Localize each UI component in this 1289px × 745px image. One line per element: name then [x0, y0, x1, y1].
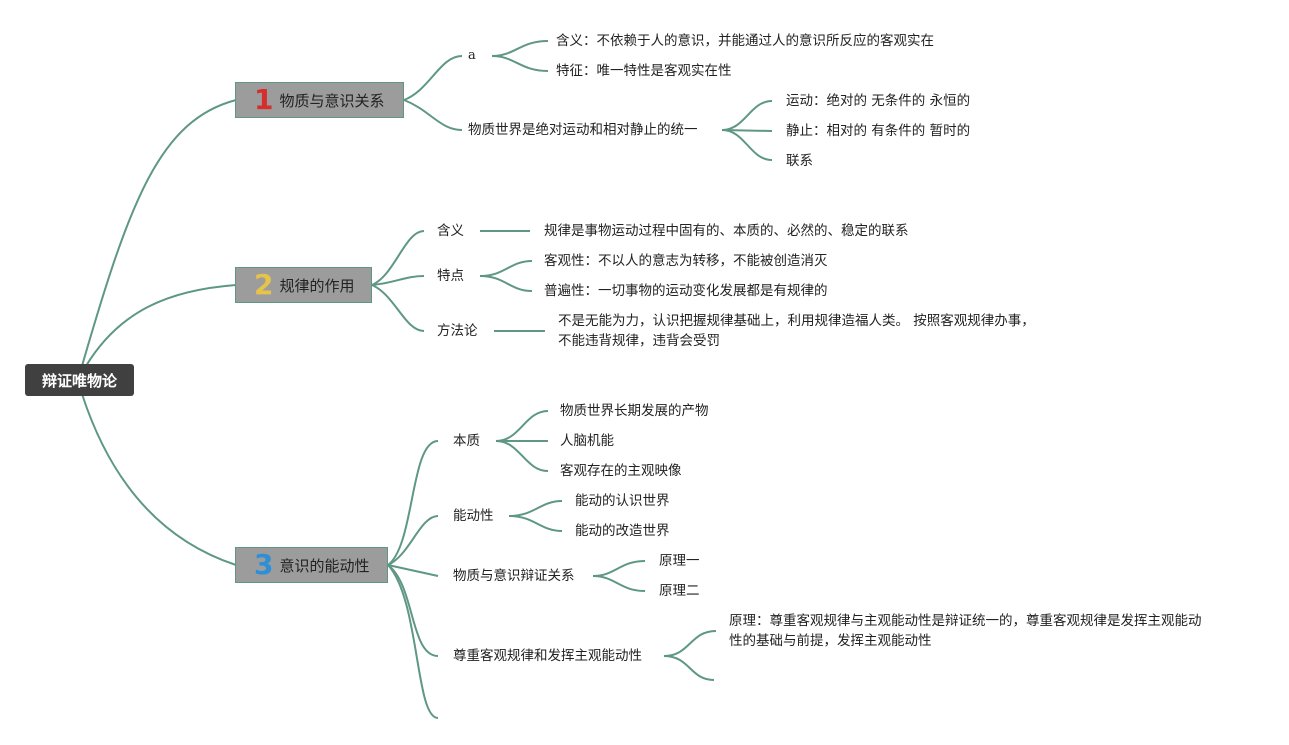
- node-principle-1[interactable]: 原理一: [659, 553, 700, 569]
- link-root-b1: [81, 99, 237, 367]
- link-a-meaning: [491, 40, 549, 57]
- node-methodology[interactable]: 方法论: [437, 323, 478, 339]
- node-principle-2[interactable]: 原理二: [659, 583, 700, 599]
- branch-label: 意识的能动性: [279, 556, 370, 575]
- branch-consciousness-agency[interactable]: 3 意识的能动性: [235, 547, 388, 583]
- link-b3-respect: [387, 564, 439, 657]
- link-b2-traits: [371, 275, 425, 286]
- link-b3-empty: [387, 564, 439, 719]
- node-a[interactable]: a: [468, 48, 476, 63]
- node-respect-line1[interactable]: 原理：尊重客观规律与主观能动性是辩证统一的，尊重客观规律是发挥主观能动: [729, 613, 1202, 629]
- node-rest[interactable]: 静止：相对的 有条件的 暂时的: [786, 123, 971, 139]
- node-agency-2[interactable]: 能动的改造世界: [575, 523, 670, 539]
- branch-label: 规律的作用: [279, 276, 355, 295]
- link-dialectic-1: [592, 560, 646, 577]
- branch-matter-consciousness[interactable]: 1 物质与意识关系: [235, 82, 404, 118]
- node-dialectic[interactable]: 物质与意识辩证关系: [453, 568, 575, 584]
- root-label: 辩证唯物论: [41, 371, 117, 390]
- link-b3-dialectic: [387, 564, 439, 577]
- link-b2-meaning: [371, 230, 425, 286]
- link-respect-empty: [663, 655, 715, 681]
- root-node[interactable]: 辩证唯物论: [25, 364, 134, 396]
- node-essence-2[interactable]: 人脑机能: [560, 433, 614, 449]
- node-agency[interactable]: 能动性: [453, 508, 494, 524]
- link-root-b2: [85, 284, 237, 367]
- node-a-meaning[interactable]: 含义：不依赖于人的意识，并能通过人的意识所反应的客观实在: [556, 33, 934, 49]
- link-unity-link: [721, 129, 773, 161]
- node-agency-1[interactable]: 能动的认识世界: [575, 493, 670, 509]
- node-methodology-line1[interactable]: 不是无能为力，认识把握规律基础上，利用规律造福人类。 按照客观规律办事，: [558, 313, 1035, 329]
- link-traits-objective: [479, 260, 533, 277]
- link-unity-rest: [721, 129, 773, 132]
- branch-number-2: 2: [254, 268, 274, 301]
- link-a-feature: [491, 55, 549, 72]
- link-agency-1: [508, 500, 563, 517]
- link-agency-2: [508, 515, 563, 532]
- link-essence-1: [495, 410, 549, 442]
- branch-number-1: 1: [254, 83, 274, 116]
- node-essence-1[interactable]: 物质世界长期发展的产物: [560, 403, 709, 419]
- link-traits-universal: [479, 275, 533, 292]
- branch-label: 物质与意识关系: [279, 91, 385, 110]
- node-methodology-line2[interactable]: 不能违背规律，违背会受罚: [558, 333, 720, 349]
- link-b1-unity: [403, 99, 463, 131]
- node-essence[interactable]: 本质: [453, 433, 480, 449]
- link-b3-essence: [387, 440, 439, 566]
- branch-number-3: 3: [254, 548, 274, 581]
- node-a-feature[interactable]: 特征：唯一特性是客观实在性: [556, 63, 732, 79]
- node-respect-line2[interactable]: 性的基础与前提，发挥主观能动性: [729, 633, 932, 649]
- node-law-traits[interactable]: 特点: [437, 268, 464, 284]
- link-b3-agency: [387, 515, 439, 566]
- node-law-meaning-text[interactable]: 规律是事物运动过程中固有的、本质的、必然的、稳定的联系: [544, 223, 909, 239]
- node-unity[interactable]: 物质世界是绝对运动和相对静止的统一: [468, 122, 698, 138]
- node-objective[interactable]: 客观性：不以人的意志为转移，不能被创造消灭: [544, 253, 828, 269]
- node-essence-3[interactable]: 客观存在的主观映像: [560, 463, 682, 479]
- link-respect-text: [663, 630, 717, 657]
- link-b2-method: [371, 284, 425, 332]
- link-unity-motion: [721, 100, 773, 131]
- link-root-b3: [81, 393, 237, 566]
- node-link[interactable]: 联系: [786, 153, 813, 169]
- node-respect[interactable]: 尊重客观规律和发挥主观能动性: [453, 648, 642, 664]
- branch-law-role[interactable]: 2 规律的作用: [235, 267, 372, 303]
- link-dialectic-2: [592, 575, 646, 592]
- node-motion[interactable]: 运动：绝对的 无条件的 永恒的: [786, 93, 971, 109]
- node-law-meaning[interactable]: 含义: [437, 223, 464, 239]
- link-essence-3: [495, 440, 549, 472]
- node-universal[interactable]: 普遍性：一切事物的运动变化发展都是有规律的: [544, 283, 828, 299]
- link-b1-a: [403, 55, 463, 101]
